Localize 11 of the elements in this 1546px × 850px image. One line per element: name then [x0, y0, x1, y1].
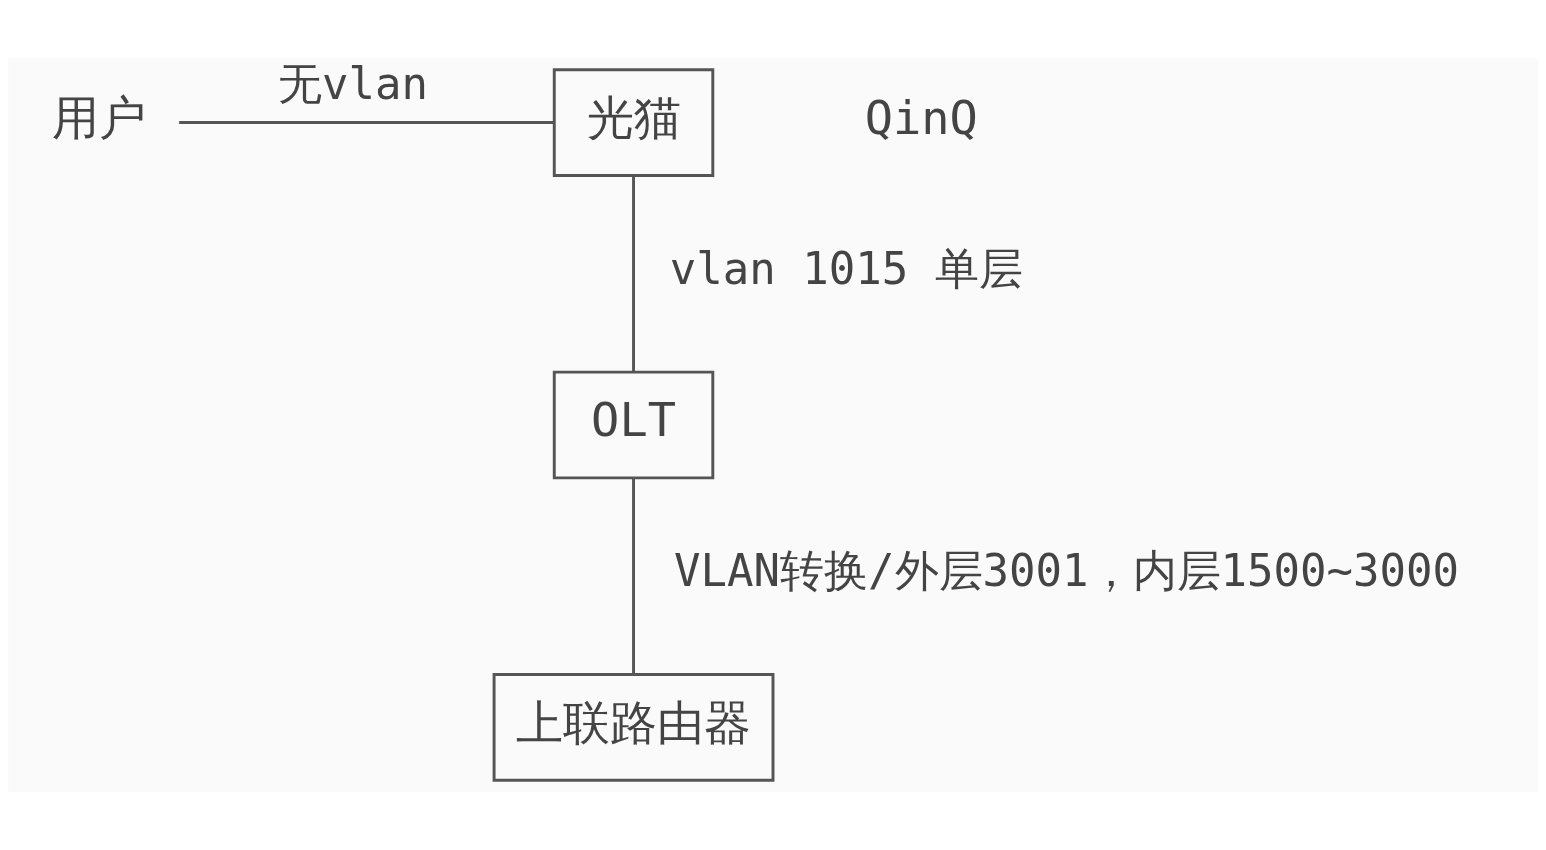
edge-label: vlan 1015 单层 — [669, 243, 1023, 295]
connector — [179, 121, 554, 125]
node-box: OLT — [552, 370, 715, 480]
edge-label: 无vlan — [278, 58, 429, 110]
node-text: 用户 — [52, 89, 147, 145]
edge-label: VLAN转换/外层3001，内层1500~3000 — [673, 545, 1460, 597]
node-box: 上联路由器 — [492, 673, 775, 782]
node-box: 光猫 — [552, 68, 715, 177]
label: QinQ — [864, 89, 978, 145]
connector — [632, 478, 635, 674]
connector — [632, 175, 635, 372]
